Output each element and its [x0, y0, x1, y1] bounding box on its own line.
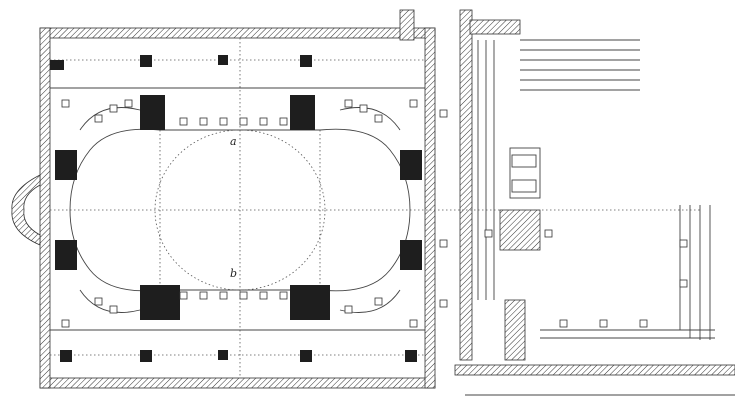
piers [50, 55, 422, 362]
label-b: b [230, 267, 237, 280]
columns [61, 99, 688, 328]
outer-walls [11, 27, 436, 389]
label-a: a [230, 135, 237, 148]
aisle-lines [50, 38, 700, 378]
narthex [399, 9, 735, 396]
stair-lines [477, 39, 640, 300]
